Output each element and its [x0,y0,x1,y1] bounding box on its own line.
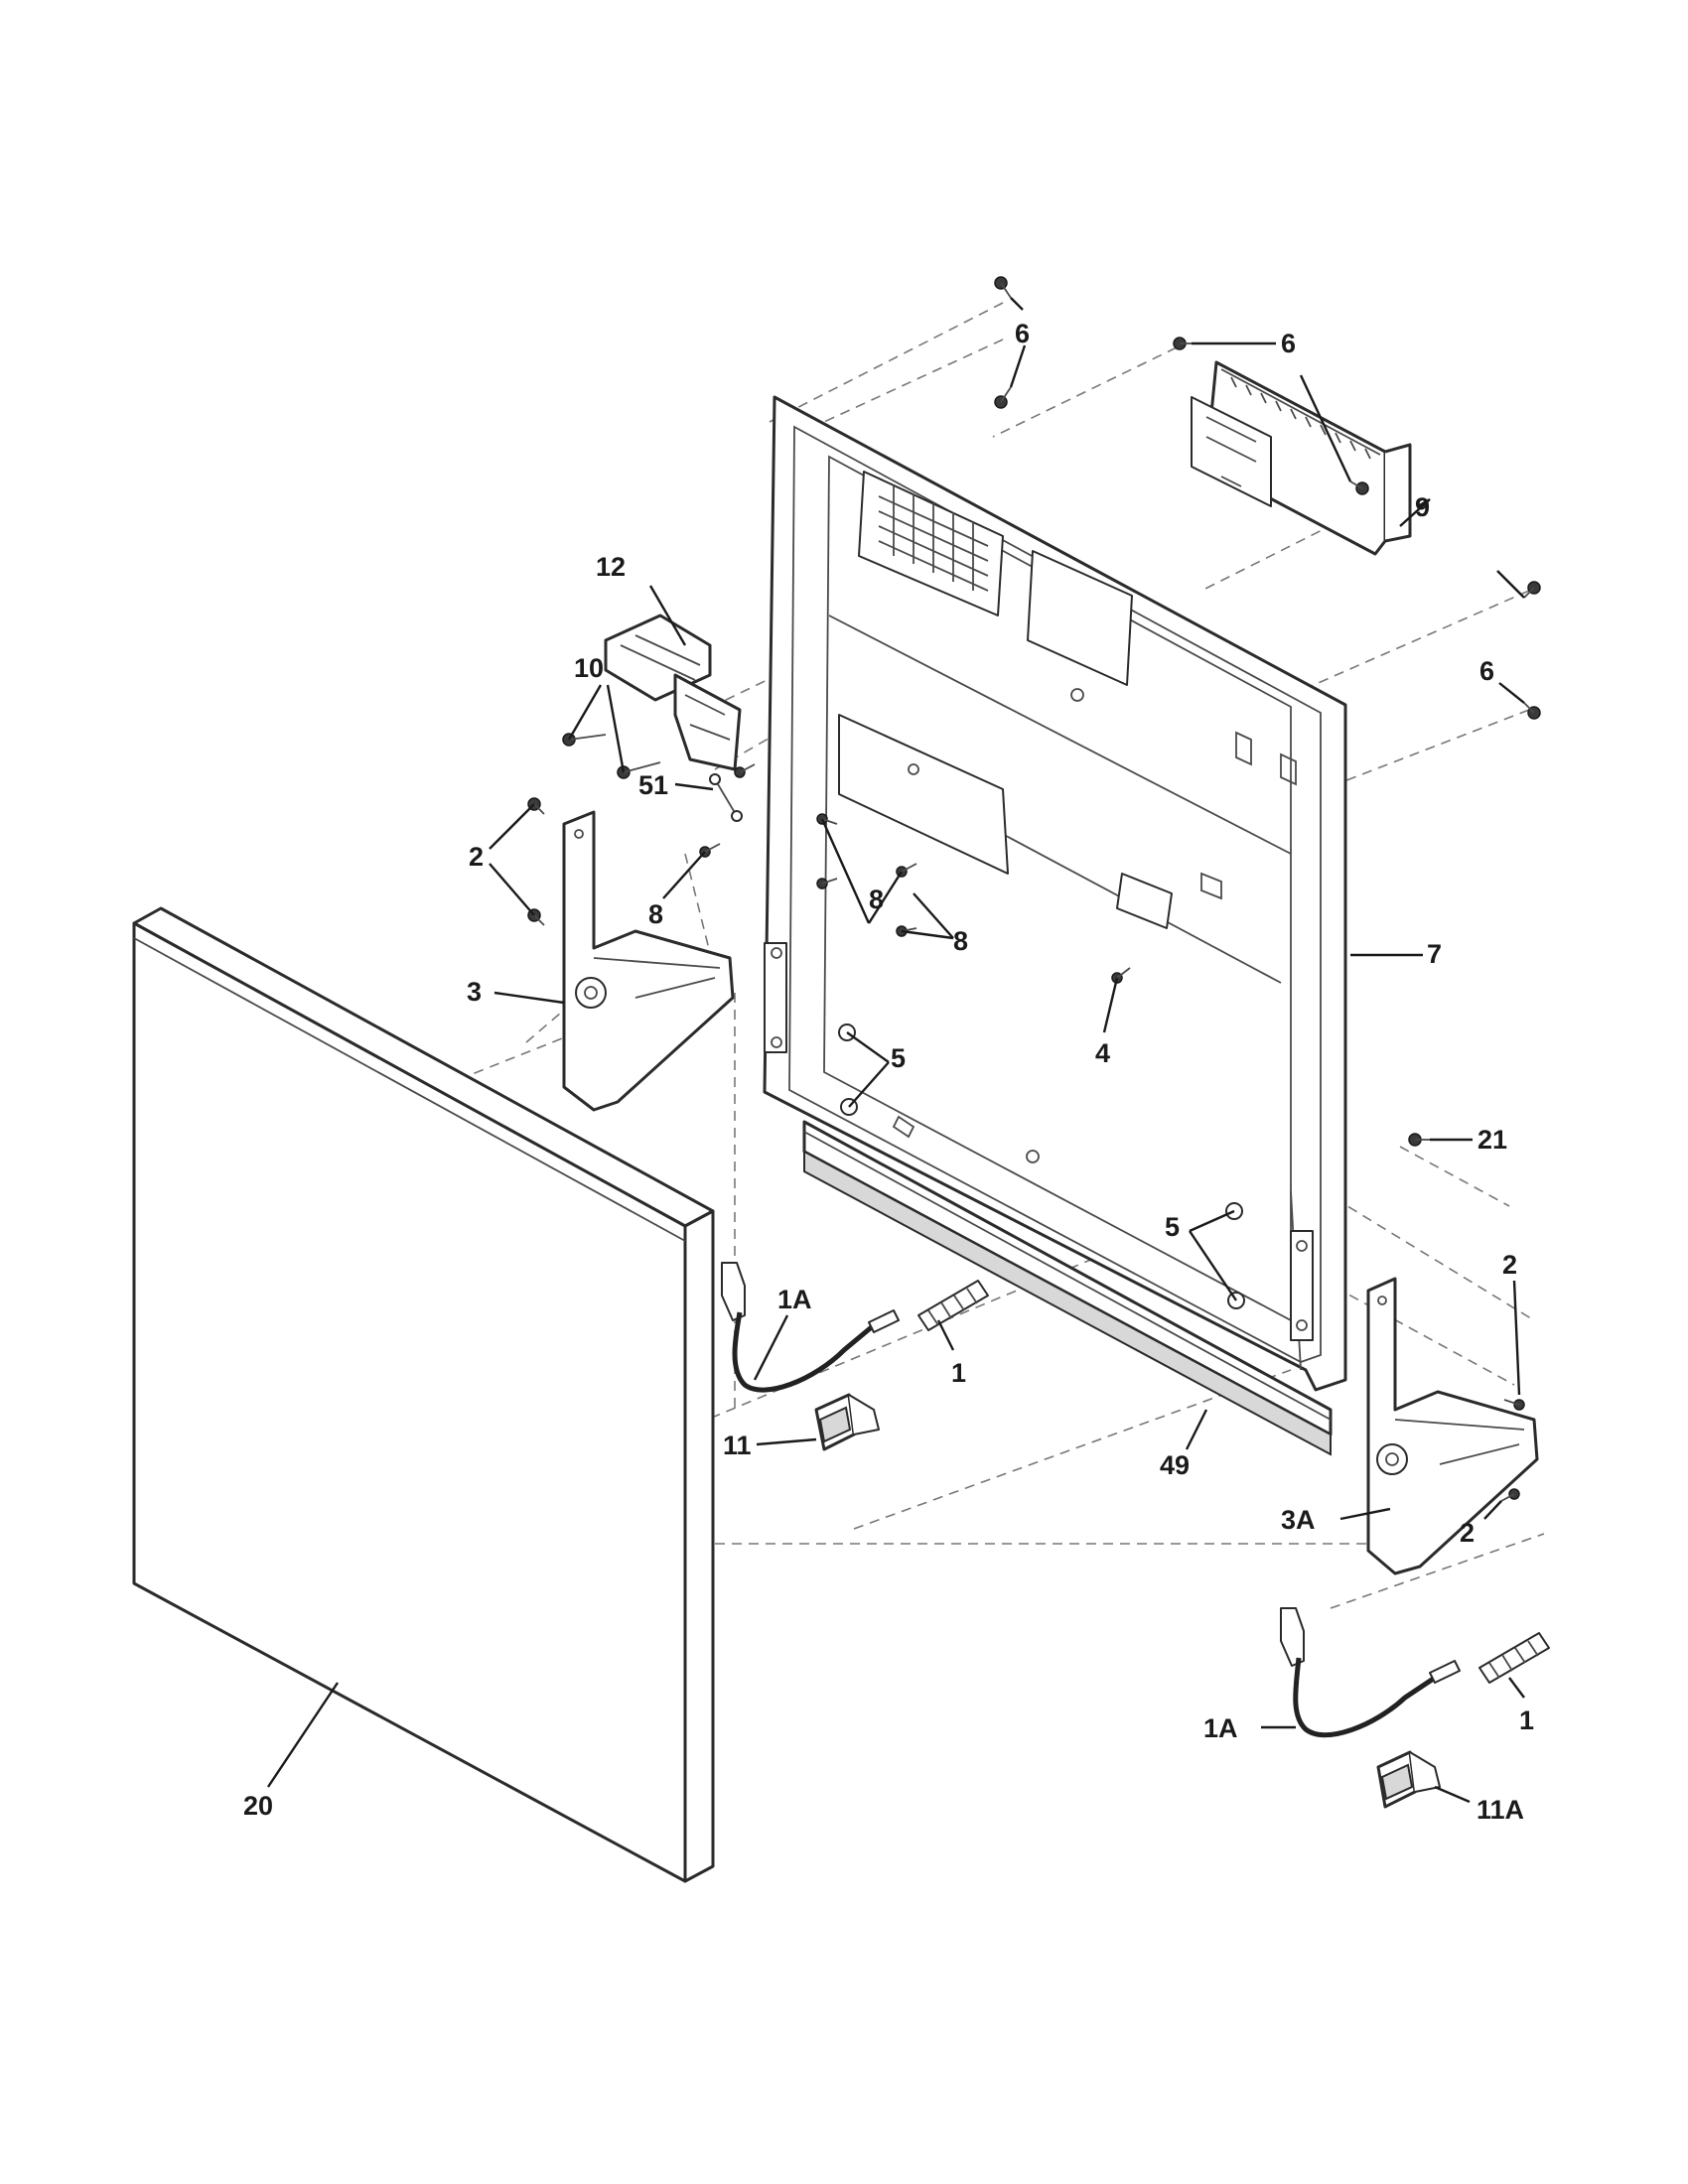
callout-12: 12 [596,552,626,582]
link-rod [709,773,743,822]
screw-8-d [816,878,838,889]
screw-8-b [734,763,756,778]
door-spring-left [917,1280,989,1331]
callout-7: 7 [1427,939,1442,969]
screw-6-b [994,386,1012,409]
callout-49: 49 [1160,1450,1190,1480]
callout-5: 5 [1165,1212,1180,1242]
callout-11: 11 [723,1431,752,1460]
callout-8: 8 [648,899,663,929]
callout-8: 8 [953,926,968,956]
hinge-right [1366,1277,1539,1575]
callout-1a: 1A [777,1285,812,1314]
callout-20: 20 [243,1791,273,1821]
door-latch [604,614,742,771]
screw-8-c [816,813,838,825]
screw-2-c [1503,1399,1525,1411]
door-cable-left [721,1262,900,1393]
screw-6-f [1523,702,1541,720]
callout-2: 2 [1460,1518,1475,1548]
callout-3a: 3A [1281,1505,1316,1535]
callout-8: 8 [869,885,884,914]
callout-9: 9 [1415,492,1430,522]
door-cable-right [1280,1607,1461,1738]
control-panel [1191,360,1412,556]
callout-3: 3 [467,977,482,1007]
screw-2-d [1500,1488,1520,1502]
door-spring-right [1478,1632,1550,1684]
screw-6-a [994,276,1012,299]
inner-door-panel [763,395,1347,1392]
callout-11a: 11A [1477,1795,1524,1825]
screw-6-e [1523,581,1541,599]
callout-6: 6 [1281,329,1296,358]
leader-lines [267,297,1525,1804]
callout-5: 5 [891,1043,906,1073]
callout-2: 2 [1502,1250,1517,1280]
hinge-left [562,810,735,1112]
callout-1a: 1A [1203,1713,1238,1743]
callout-1: 1 [1519,1706,1534,1735]
callouts: 6 6 9 6 12 10 51 2 8 8 8 3 7 4 5 21 5 2 … [243,319,1534,1825]
screw-6-d [1349,480,1369,495]
callout-21: 21 [1477,1125,1507,1155]
callout-6: 6 [1479,656,1494,686]
dispenser-grille [858,471,1004,616]
bottom-trim-strip [802,1120,1333,1456]
outer-door-panel [132,906,715,1883]
screw-21 [1408,1133,1430,1147]
callout-51: 51 [638,770,668,800]
callout-6: 6 [1015,319,1030,348]
callout-10: 10 [574,653,604,683]
cable-guide-right [1376,1750,1441,1809]
callout-2: 2 [469,842,484,872]
screw-6-c [1173,337,1192,350]
callout-4: 4 [1095,1038,1110,1068]
callout-1: 1 [951,1358,966,1388]
cable-guide-left [814,1393,880,1451]
